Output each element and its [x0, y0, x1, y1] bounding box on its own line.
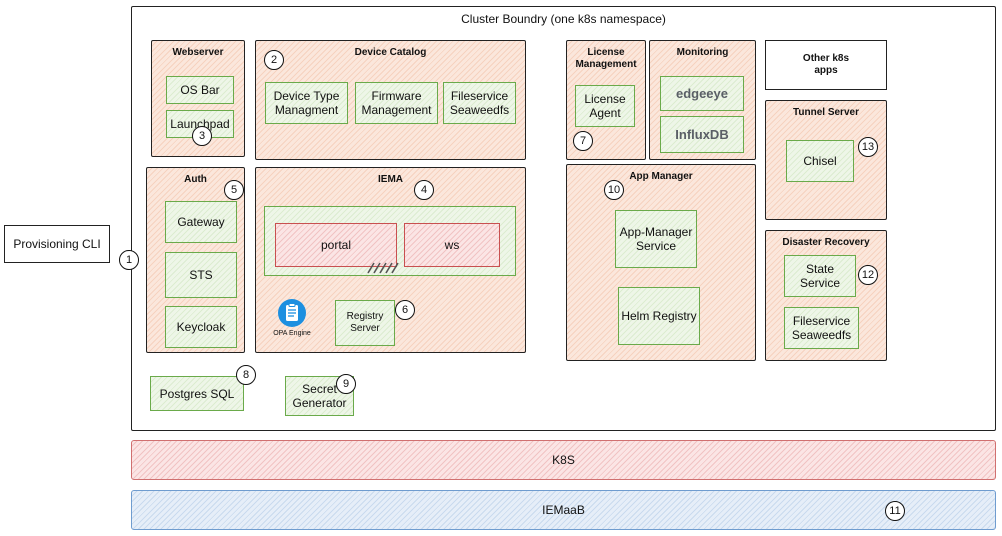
device-type-box: Device Type Managment [265, 82, 348, 124]
app-manager-service-box: App-Manager Service [615, 210, 697, 268]
cluster-title: Cluster Boundry (one k8s namespace) [461, 12, 666, 26]
chisel-box: Chisel [786, 140, 854, 182]
device-catalog-title: Device Catalog [354, 47, 427, 58]
postgres-box: Postgres SQL [150, 376, 244, 411]
badge-8: 8 [236, 365, 256, 385]
fileservice-label: Fileservice Seaweedfs [449, 89, 510, 117]
badge-1: 1 [119, 250, 139, 270]
state-service-box: State Service [784, 255, 856, 297]
iemaab-label: IEMaaB [542, 503, 585, 517]
iema-title: IEMA [378, 174, 403, 185]
cluster-boundary: Cluster Boundry (one k8s namespace) [131, 6, 996, 431]
opa-engine-label: OPA Engine [273, 330, 311, 337]
dr-fileservice-box: Fileservice Seaweedfs [784, 307, 859, 349]
tunnel-server-title: Tunnel Server [793, 107, 859, 118]
badge-13: 13 [858, 137, 878, 157]
monitoring-title: Monitoring [676, 47, 729, 58]
badge-6: 6 [395, 300, 415, 320]
firmware-label: Firmware Management [361, 89, 432, 117]
influxdb-label: InfluxDB [675, 126, 729, 142]
badge-4: 4 [414, 180, 434, 200]
connector-hatch-icon [367, 262, 399, 274]
badge-9: 9 [336, 374, 356, 394]
badge-12: 12 [858, 265, 878, 285]
license-agent-label: License Agent [584, 92, 626, 120]
badge-7: 7 [573, 131, 593, 151]
k8s-layer: K8S [131, 440, 996, 480]
fileservice-box: Fileservice Seaweedfs [443, 82, 516, 124]
chisel-label: Chisel [803, 154, 837, 168]
iemaab-layer: IEMaaB [131, 490, 996, 530]
ws-box: ws [404, 223, 500, 267]
launchpad-box: Launchpad [166, 110, 234, 138]
other-apps-label: Other k8s apps [802, 53, 850, 76]
auth-title: Auth [184, 174, 207, 185]
os-bar-box: OS Bar [166, 76, 234, 104]
app-manager-service-label: App-Manager Service [619, 225, 693, 253]
badge-3: 3 [192, 126, 212, 146]
registry-server-box: Registry Server [335, 300, 395, 346]
provisioning-cli-box: Provisioning CLI [4, 225, 110, 263]
gateway-box: Gateway [165, 201, 237, 243]
edgeeye-box: edgeeye [660, 76, 744, 111]
state-service-label: State Service [799, 262, 840, 290]
portal-box: portal [275, 223, 397, 267]
launchpad-label: Launchpad [170, 117, 230, 131]
opa-engine: OPA Engine [268, 298, 316, 344]
badge-2: 2 [264, 50, 284, 70]
webserver-title: Webserver [172, 47, 224, 58]
badge-10: 10 [604, 180, 624, 200]
helm-registry-box: Helm Registry [618, 287, 700, 345]
edgeeye-label: edgeeye [675, 85, 729, 101]
influxdb-box: InfluxDB [660, 116, 744, 153]
secret-generator-label: Secret Generator [292, 382, 347, 410]
firmware-box: Firmware Management [355, 82, 438, 124]
provisioning-cli-label: Provisioning CLI [13, 237, 101, 251]
badge-5: 5 [224, 180, 244, 200]
sts-box: STS [165, 252, 237, 298]
badge-11: 11 [885, 501, 905, 521]
opa-engine-icon [278, 299, 306, 327]
keycloak-label: Keycloak [176, 320, 226, 334]
dr-fileservice-label: Fileservice Seaweedfs [791, 314, 852, 342]
k8s-label: K8S [552, 453, 575, 467]
gateway-label: Gateway [177, 215, 225, 229]
license-title: License Management [575, 47, 637, 70]
disaster-recovery-title: Disaster Recovery [782, 237, 870, 248]
os-bar-label: OS Bar [180, 83, 220, 97]
portal-label: portal [320, 238, 352, 252]
app-manager-title: App Manager [629, 171, 693, 182]
helm-registry-label: Helm Registry [621, 309, 697, 323]
postgres-label: Postgres SQL [159, 386, 235, 401]
registry-server-label: Registry Server [346, 311, 384, 334]
other-apps-box: Other k8s apps [765, 40, 887, 90]
keycloak-box: Keycloak [165, 306, 237, 348]
device-type-label: Device Type Managment [273, 89, 340, 117]
ws-label: ws [444, 238, 460, 252]
license-agent-box: License Agent [575, 85, 635, 127]
sts-label: STS [189, 268, 213, 282]
